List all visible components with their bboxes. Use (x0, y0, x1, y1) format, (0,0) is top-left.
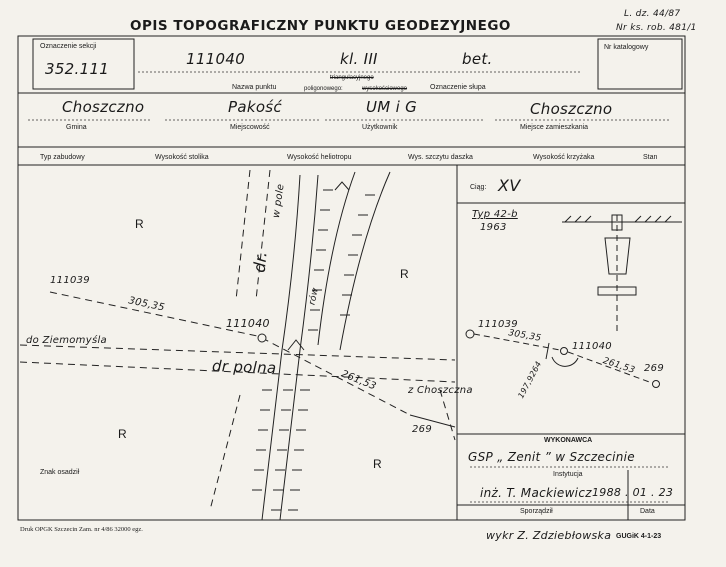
col-stan: Stan (643, 154, 658, 161)
map-drawing (252, 171, 391, 521)
col-wysokosc-krzyzaka: Wysokość krzyżaka (533, 154, 595, 161)
side-drawing (465, 214, 682, 388)
map-label-111040: 111040 (226, 317, 270, 330)
punkt-number: 111040 (186, 50, 246, 68)
col-wysokosc-stolika: Wysokość stolika (155, 154, 209, 161)
map-label-do-ziemomysla: do Ziemomyśla (26, 335, 107, 346)
rok-label: 1963 (480, 222, 507, 233)
wykonawca-label: WYKONAWCA (544, 437, 593, 444)
sekcja-value: 352.111 (45, 60, 110, 78)
col-typ-zabudowy: Typ zabudowy (40, 154, 85, 161)
map-label-r2: R (400, 267, 409, 281)
slup-value: bet. (462, 50, 493, 68)
uzytkownik-label: Użytkownik (362, 124, 398, 131)
map-label-269: 269 (412, 424, 432, 435)
sporzadzil-value: inż. T. Mackiewicz (480, 486, 592, 500)
map-label-r4: R (373, 457, 382, 471)
typ-label: Typ 42-b (472, 209, 518, 220)
sporzadzil-label: Sporządził (520, 508, 553, 515)
nazwa-punktu-label: Nazwa punktu (232, 84, 277, 91)
data-label: Data (640, 508, 655, 515)
gugik-code: GUGiK 4-1-23 (616, 533, 662, 540)
form-title: OPIS TOPOGRAFICZNY PUNKTU GEODEZYJNEGO (130, 18, 511, 34)
sekcja-label: Oznaczenie sekcji (40, 43, 97, 50)
ks-rob-number: Nr ks. rob. 481/1 (616, 23, 697, 33)
instytucja-value: GSP „ Zenit ” w Szczecinie (468, 450, 635, 464)
slup-label: Oznaczenie słupa (430, 84, 486, 91)
col-wys-szczytu-daszka: Wys. szczytu daszka (408, 154, 473, 161)
gmina-label: Gmina (66, 124, 87, 131)
punkt-klasa: kl. III (340, 50, 378, 68)
col-wysokosc-heliotropu: Wysokość heliotropu (287, 154, 352, 161)
triangulacyjny-option: triangulacyjnego (330, 75, 374, 81)
map-label-r3: R (118, 427, 127, 441)
side-269: 269 (644, 363, 664, 374)
side-111040: 111040 (572, 341, 612, 352)
zamieszkania-value: Choszczno (530, 100, 613, 118)
map-label-r1: R (135, 217, 144, 231)
poligonowy-option: poligonowego: (304, 86, 343, 92)
map-label-dr: dr. (249, 250, 271, 274)
miejscowosc-label: Miejscowość (230, 124, 270, 131)
druk-footer: Druk OPGK Szczecin Zam. nr 4/86 32000 eg… (20, 526, 143, 533)
znak-osadzil-label: Znak osadził (40, 469, 80, 476)
wysokosciowy-option: wysokościowego (362, 86, 408, 92)
gmina-value: Choszczno (62, 98, 145, 116)
map-label-111039: 111039 (50, 275, 90, 286)
data-value: 1988 . 01 . 23 (592, 486, 674, 499)
map-label-z-choszczna: z Choszczna (408, 385, 473, 396)
miejscowosc-value: Pakość (228, 98, 282, 116)
instytucja-label: Instytucja (553, 471, 583, 478)
uzytkownik-value: UM i G (366, 98, 418, 116)
wykr-signature: wykr Z. Zdziebłowska (486, 529, 612, 542)
map-dashed-lines (19, 169, 456, 511)
nr-katalogowy-label: Nr katalogowy (604, 44, 649, 51)
ciag-value: XV (498, 176, 521, 195)
ldz-number: L. dz. 44/87 (624, 9, 681, 19)
side-111039: 111039 (478, 319, 518, 330)
ciag-label: Ciąg: (470, 184, 487, 191)
zamieszkania-label: Miejsce zamieszkania (520, 124, 589, 131)
map-label-dr-polna: dr polna (211, 356, 277, 378)
